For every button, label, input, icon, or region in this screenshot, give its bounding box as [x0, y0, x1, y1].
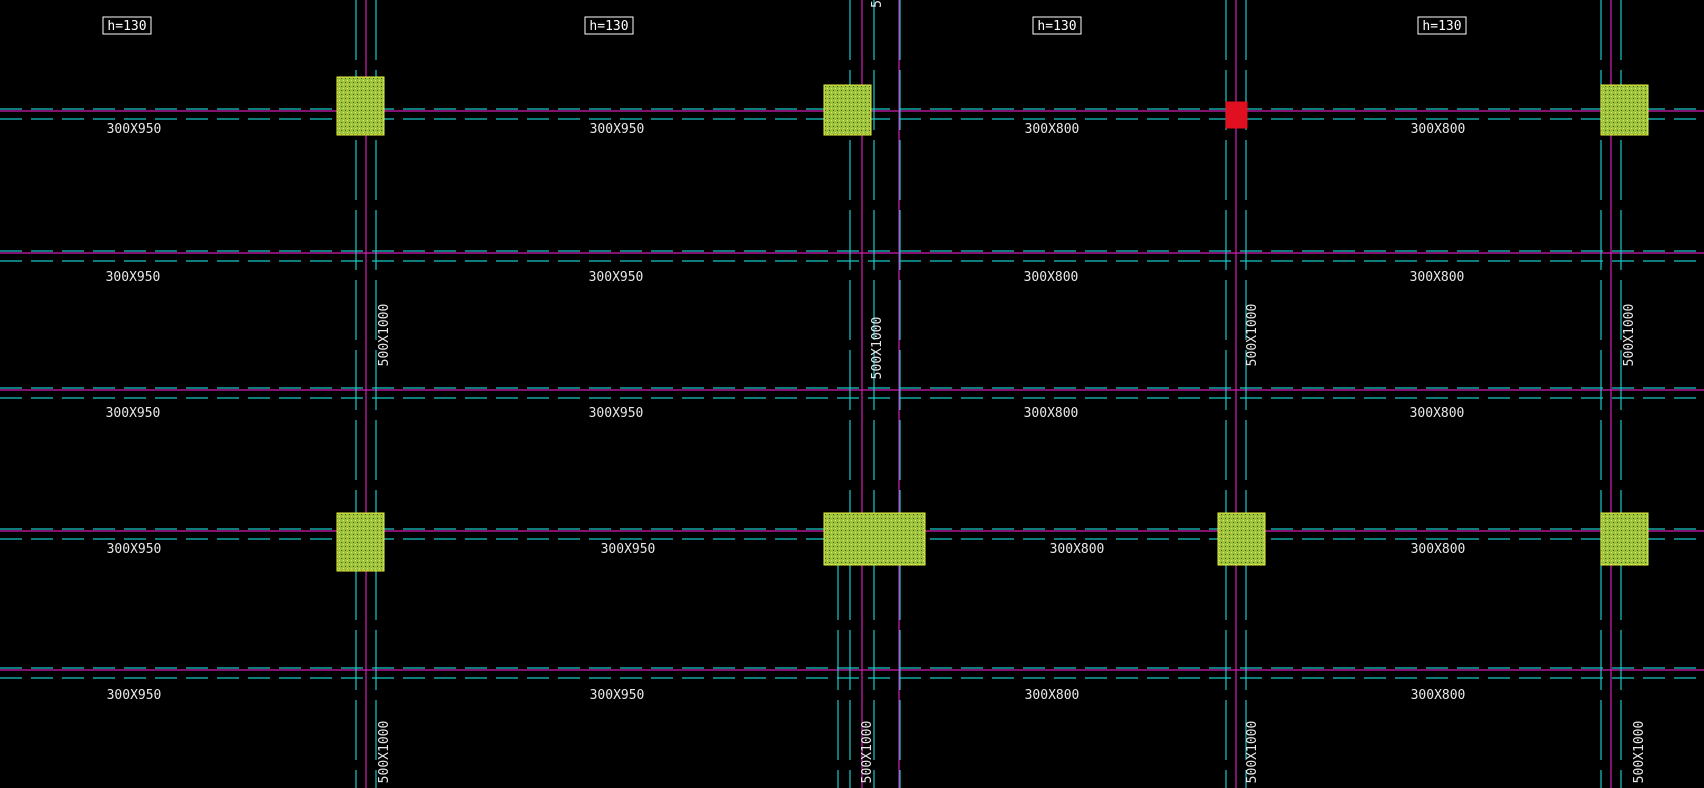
- beam-label: 300X950: [107, 122, 162, 137]
- vertical-beam-label: 500X1000: [870, 317, 885, 380]
- slab-tag-box: [1417, 16, 1467, 35]
- beam-label: 300X800: [1410, 406, 1465, 421]
- vertical-beam-label: 500X1000: [1632, 721, 1647, 784]
- vertical-beam-label: 500X1000: [860, 721, 875, 784]
- beam-label: 300X950: [589, 270, 644, 285]
- beam-label: 300X950: [590, 688, 645, 703]
- beam-label: 300X950: [106, 406, 161, 421]
- column[interactable]: [1600, 84, 1649, 136]
- beam-label: 300X800: [1025, 122, 1080, 137]
- column[interactable]: [823, 84, 872, 136]
- slab-tag: h=130: [1422, 19, 1461, 34]
- vertical-beam-label: 500X1000: [1622, 304, 1637, 367]
- vertical-beam-label: 500X1000: [1245, 304, 1260, 367]
- beam-label: 300X950: [106, 270, 161, 285]
- slab-tag: h=130: [107, 19, 146, 34]
- beam-label: 300X950: [601, 542, 656, 557]
- slab-tag-box: [584, 16, 634, 35]
- beam-label: 300X950: [107, 688, 162, 703]
- beam-label: 300X800: [1411, 122, 1466, 137]
- beam-label: 300X950: [590, 122, 645, 137]
- slab-tag: h=130: [589, 19, 628, 34]
- vertical-beam-label: 500X1000: [377, 304, 392, 367]
- column[interactable]: [336, 76, 385, 136]
- beam-labels: 300X950 300X950 300X800 300X800 300X950 …: [106, 122, 1466, 703]
- top-cut-label: 5: [870, 0, 885, 8]
- beam-label: 300X800: [1024, 270, 1079, 285]
- beam-label: 300X800: [1410, 270, 1465, 285]
- vertical-beam-label: 500X1000: [377, 721, 392, 784]
- beam-label: 300X800: [1411, 688, 1466, 703]
- slab-tag: h=130: [1037, 19, 1076, 34]
- selected-column[interactable]: [1225, 101, 1248, 129]
- beam-label: 300X800: [1050, 542, 1105, 557]
- slab-tag-box: [102, 16, 152, 35]
- column[interactable]: [1600, 512, 1649, 566]
- column[interactable]: [1217, 512, 1266, 566]
- columns: [336, 76, 1649, 572]
- beam-label: 300X950: [107, 542, 162, 557]
- column[interactable]: [336, 512, 385, 572]
- slab-tags: h=130 h=130 h=130 h=130: [102, 16, 1467, 35]
- slab-tag-box: [1032, 16, 1082, 35]
- vertical-beam-label: 500X1000: [1245, 721, 1260, 784]
- column[interactable]: [823, 512, 926, 566]
- vertical-beam-labels: 500X1000 500X1000 500X1000 500X1000 500X…: [377, 0, 1647, 783]
- beam-label: 300X950: [589, 406, 644, 421]
- beam-label: 300X800: [1024, 406, 1079, 421]
- beam-label: 300X800: [1025, 688, 1080, 703]
- beam-label: 300X800: [1411, 542, 1466, 557]
